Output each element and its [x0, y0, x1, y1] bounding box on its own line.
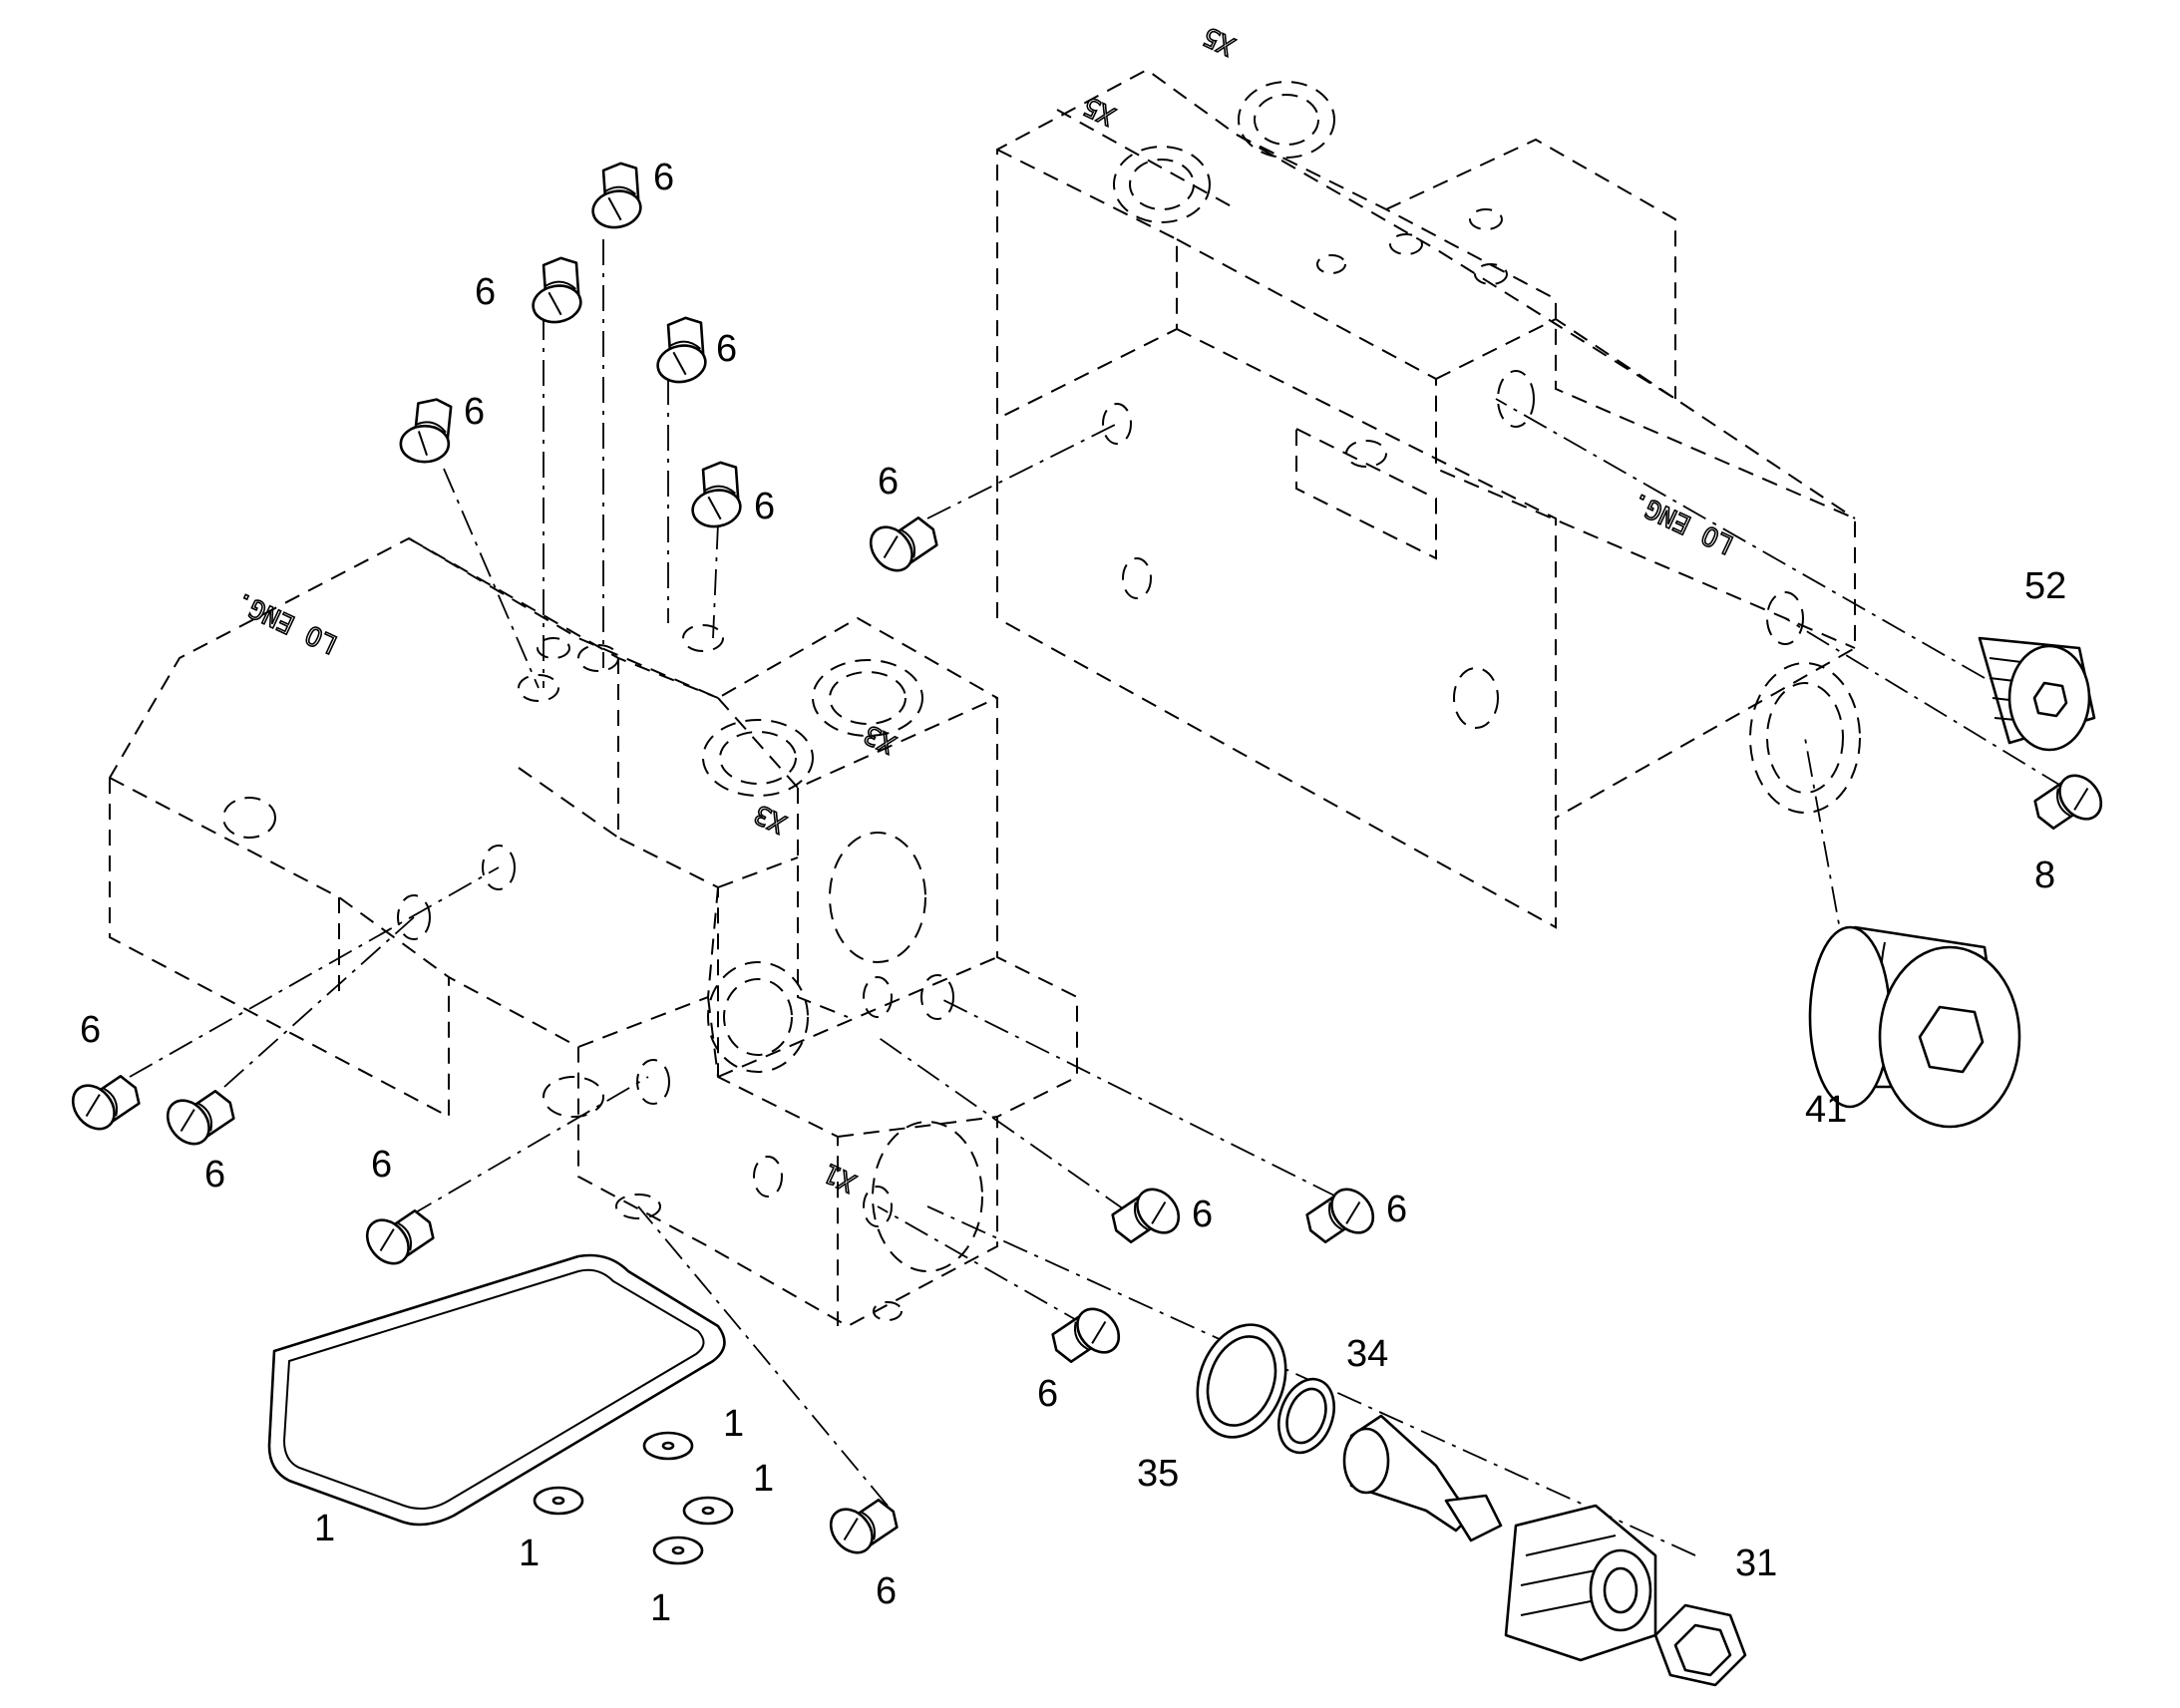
label-41: 41 — [1805, 1089, 1847, 1131]
plug-8 — [2025, 760, 2115, 842]
label-1-e: 1 — [650, 1587, 671, 1629]
label-6-m: 6 — [876, 1570, 897, 1612]
washer-1-d — [652, 1536, 704, 1565]
label-6-g: 6 — [80, 1009, 101, 1051]
label-6-e: 6 — [464, 391, 485, 433]
plug-41 — [1808, 925, 2021, 1129]
callout-labels: 6 6 6 6 6 6 52 8 41 6 6 6 6 6 6 34 35 31… — [80, 157, 2066, 1629]
svg-text:LO ENG.: LO ENG. — [1627, 486, 1738, 558]
svg-text:X5: X5 — [1199, 20, 1240, 60]
right-valve-block: LO ENG. X5 X5 — [996, 20, 1861, 929]
label-6-b: 6 — [475, 271, 496, 313]
svg-text:X3: X3 — [750, 798, 791, 838]
plug-6-g — [59, 1063, 149, 1145]
label-6-d: 6 — [754, 486, 775, 527]
label-35: 35 — [1137, 1453, 1179, 1495]
label-6-h: 6 — [204, 1154, 225, 1196]
plug-6-e — [387, 389, 469, 479]
plug-6-j — [1103, 1174, 1193, 1255]
valve-31 — [1342, 1414, 1747, 1687]
oring-34 — [1277, 1377, 1335, 1455]
oring-35 — [1196, 1323, 1287, 1439]
plug-6-b — [523, 252, 595, 335]
label-6-k: 6 — [1386, 1189, 1407, 1230]
plug-6-f — [857, 505, 946, 586]
washer-1-a — [642, 1431, 694, 1461]
plug-6-d — [682, 457, 755, 539]
washer-1-b — [533, 1486, 584, 1516]
plug-6-m — [817, 1487, 907, 1568]
plug-6-c — [647, 312, 720, 395]
plug-6-a — [582, 158, 655, 240]
washer-1-c — [682, 1496, 734, 1526]
label-6-j: 6 — [1192, 1194, 1213, 1235]
label-6-a: 6 — [653, 157, 674, 198]
label-52: 52 — [2024, 565, 2066, 607]
label-1-d: 1 — [753, 1458, 774, 1500]
plug-52 — [1978, 636, 2096, 752]
label-8: 8 — [2034, 854, 2055, 896]
label-34: 34 — [1346, 1333, 1388, 1375]
gasket-1 — [267, 1253, 726, 1527]
label-6-l: 6 — [1037, 1373, 1058, 1415]
label-1-c: 1 — [723, 1403, 744, 1445]
label-1-a: 1 — [314, 1508, 335, 1549]
plug-6-i — [353, 1197, 443, 1279]
plug-6-h — [154, 1078, 243, 1160]
label-6-f: 6 — [878, 461, 899, 503]
plug-6-l — [1043, 1293, 1133, 1375]
label-6-i: 6 — [371, 1144, 392, 1186]
label-6-c: 6 — [716, 328, 737, 370]
plug-6-k — [1297, 1174, 1387, 1255]
svg-text:X1: X1 — [820, 1157, 861, 1196]
label-1-b: 1 — [519, 1533, 540, 1574]
label-31: 31 — [1735, 1542, 1777, 1584]
